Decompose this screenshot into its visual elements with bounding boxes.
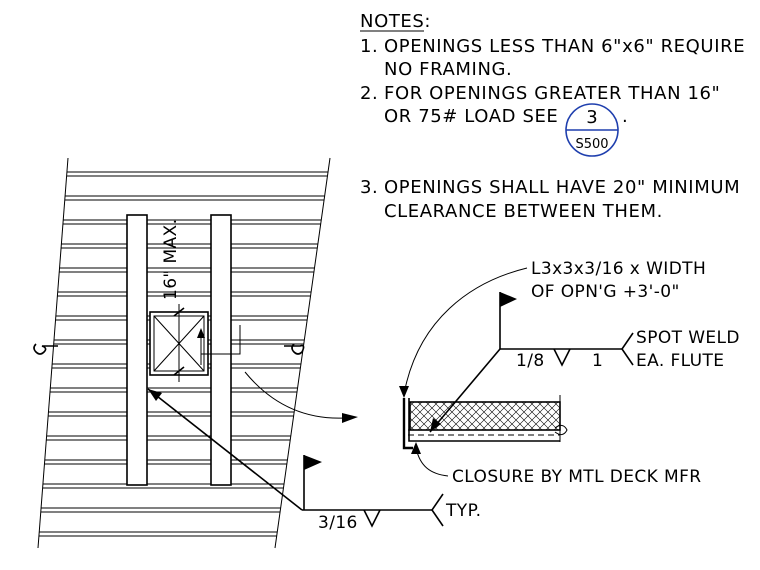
break-mark-left	[33, 343, 58, 355]
closure-leader-arrowhead	[411, 442, 421, 454]
weld-bottom-size: 3/16	[318, 513, 358, 533]
section-pointer-arrowhead	[342, 413, 358, 423]
weld-symbol-top[interactable]: 1/8 1 SPOT WELD EA. FLUTE	[429, 292, 740, 433]
weld-symbol-bottom[interactable]: 3/16 TYP.	[147, 388, 481, 533]
detail-number: 3	[586, 107, 597, 128]
angle-callout-line-2: OF OPN'G +3'-0"	[531, 282, 680, 302]
weld-top-line-2: EA. FLUTE	[636, 351, 724, 371]
angle-member-left[interactable]	[126, 214, 148, 486]
note-3-number: 3.	[360, 177, 378, 198]
note-1-line-2: NO FRAMING.	[384, 59, 512, 80]
break-mark-right	[284, 343, 305, 355]
note-1-line-1: OPENINGS LESS THAN 6"x6" REQUIRE	[384, 36, 745, 57]
weld-top-line-1: SPOT WELD	[636, 328, 740, 348]
weld-top-length: 1	[592, 351, 603, 371]
angle-leader-arrowhead	[399, 386, 409, 398]
sheet-number: S500	[575, 137, 608, 152]
angle-member-right[interactable]	[210, 214, 232, 486]
note-2-number: 2.	[360, 83, 378, 104]
deck-edge-right	[274, 157, 331, 549]
note-3-line-1: OPENINGS SHALL HAVE 20" MINIMUM	[384, 177, 740, 198]
deck-section	[402, 395, 568, 450]
notes-heading: NOTES:	[360, 11, 431, 32]
angle-leader	[403, 267, 528, 395]
note-3-line-2: CLEARANCE BETWEEN THEM.	[384, 201, 663, 222]
note-1-number: 1.	[360, 36, 378, 57]
slope-arrow-icon	[197, 325, 241, 365]
section-pointer-arrow	[244, 371, 346, 419]
field-weld-flag-icon	[500, 292, 517, 307]
note-2-period: .	[622, 106, 628, 127]
closure-label: CLOSURE BY MTL DECK MFR	[452, 467, 701, 487]
weld-top-size: 1/8	[516, 351, 545, 371]
angle-callout-line-1: L3x3x3/16 x WIDTH	[531, 259, 706, 279]
section-break-mark	[554, 424, 568, 436]
dimension-16-max: 16" MAX.	[161, 219, 185, 382]
deck-plan: 16" MAX.	[33, 157, 358, 549]
detail-reference-bubble[interactable]: 3 S500	[565, 103, 619, 157]
weld-bottom-note: TYP.	[445, 501, 481, 521]
note-2-line-1: FOR OPENINGS GREATER THAN 16"	[384, 83, 720, 104]
closure-leader	[415, 447, 449, 477]
field-weld-flag-icon	[304, 455, 322, 470]
dimension-label: 16" MAX.	[161, 219, 181, 300]
deck-edge-left	[37, 157, 69, 549]
note-2-line-2: OR 75# LOAD SEE	[384, 106, 558, 127]
notes-block: NOTES: 1. OPENINGS LESS THAN 6"x6" REQUI…	[360, 11, 745, 222]
